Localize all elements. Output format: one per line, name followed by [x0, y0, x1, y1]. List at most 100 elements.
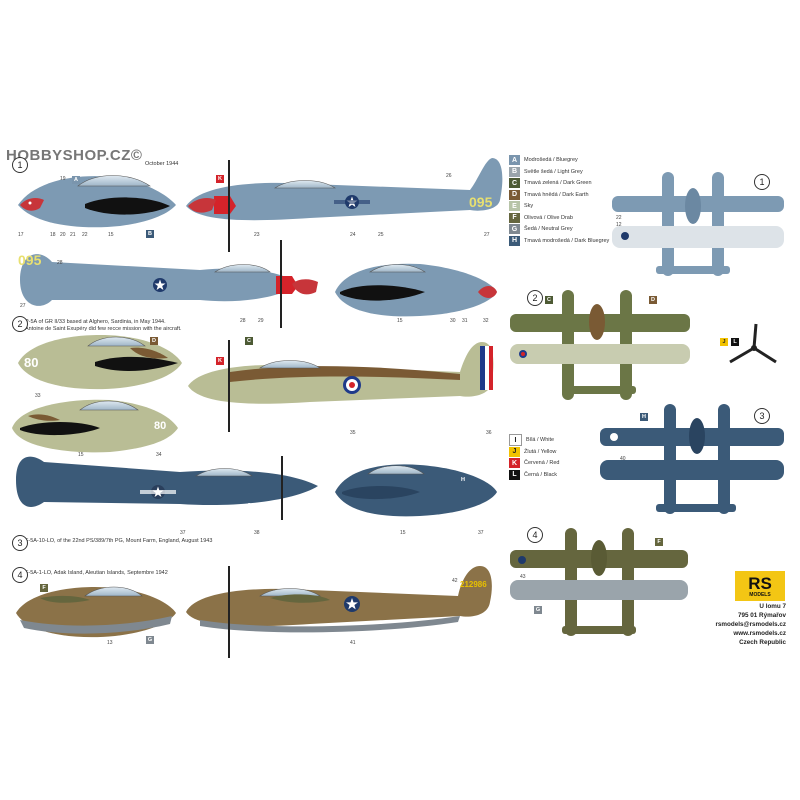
- legend-marking-label: Bílá / White: [526, 437, 555, 443]
- caption-scheme-4: F-5A-1-LO, Adak Island, Aleutian Islands…: [25, 570, 168, 576]
- nose-code-3: 289: [247, 502, 261, 511]
- pointer-15b: 15: [397, 318, 403, 324]
- tag-k-scheme-2: K: [216, 357, 224, 365]
- pointer-36: 36: [486, 430, 492, 436]
- pointer-42: 42: [452, 578, 458, 584]
- legend-marking-badge: L: [509, 469, 520, 480]
- pointer-28: 28: [57, 260, 63, 266]
- tag-h-plan-3: H: [640, 413, 648, 421]
- scheme-number-2: 2: [12, 316, 28, 332]
- scheme-number-3-plan: 3: [754, 408, 770, 424]
- pointer-17: 17: [18, 232, 24, 238]
- pointer-23: 23: [254, 232, 260, 238]
- pointer-13: 13: [107, 640, 113, 646]
- pointer-28b: 28: [240, 318, 246, 324]
- legend-color-d: D Tmavá hnědá / Dark Earth: [509, 189, 589, 200]
- pointer-15c: 15: [78, 452, 84, 458]
- legend-marking-label: Černá / Black: [524, 471, 558, 478]
- legend-color-badge: E: [509, 201, 520, 211]
- pointer-40: 40: [620, 456, 626, 462]
- logo-text: RS: [748, 573, 772, 593]
- tag-b-scheme-1: B: [146, 230, 154, 238]
- pointer-30: 30: [450, 318, 456, 324]
- pointer-29: 29: [258, 318, 264, 324]
- pointer-27b: 27: [20, 303, 26, 309]
- scheme-2-nose-side-a: [18, 335, 182, 390]
- scheme-1-side-2: [20, 240, 318, 328]
- pointer-19: 19: [60, 176, 66, 182]
- legend-color-badge: A: [509, 155, 520, 165]
- legend-color-badge: D: [509, 189, 520, 200]
- pointer-21: 21: [70, 232, 76, 238]
- legend-color-badge: B: [509, 166, 520, 177]
- tag-c-plan-2: C: [545, 296, 553, 304]
- legend-color-a: A Modrošedá / Bluegrey: [509, 155, 578, 165]
- pointer-24: 24: [350, 232, 356, 238]
- scheme-3-full-side: [16, 456, 318, 520]
- legend-marking-l: L Černá / Black: [509, 469, 558, 480]
- caption-scheme-2-line-1: P-5A of GR II/33 based at Alghero, Sardi…: [25, 319, 166, 325]
- pointer-18: 18: [50, 232, 56, 238]
- pointer-15d: 15: [400, 530, 406, 536]
- pointer-33: 33: [35, 393, 41, 399]
- legend-color-badge: G: [509, 224, 520, 234]
- pointer-41: 41: [350, 640, 356, 646]
- pointer-12-plan: 12: [616, 222, 622, 228]
- pointer-22: 22: [82, 232, 88, 238]
- caption-scheme-3: F-5A-10-LO, of the 22nd PS/389/7th PG, M…: [25, 538, 213, 544]
- tag-c-scheme-2: C: [245, 337, 253, 345]
- pointer-34: 34: [156, 452, 162, 458]
- rs-models-logo: RS MODELS: [735, 571, 785, 601]
- scheme-number-1: 1: [12, 157, 28, 173]
- scheme-4-plan-view: [510, 528, 688, 636]
- tag-d-plan-2: D: [649, 296, 657, 304]
- scheme-3-nose-side: [335, 464, 497, 517]
- legend-marking-badge: J: [509, 446, 520, 457]
- tag-g-plan-4: G: [534, 606, 542, 614]
- pointer-37: 37: [180, 530, 186, 536]
- nose-code-2a: 80: [24, 355, 39, 370]
- pointer-31: 31: [462, 318, 468, 324]
- pointer-25: 25: [378, 232, 384, 238]
- legend-color-label: Tmavá hnědá / Dark Earth: [524, 191, 589, 198]
- tag-h-scheme-3: H: [459, 476, 467, 484]
- address-line-2: 795 01 Rýmařov: [738, 612, 786, 619]
- caption-scheme-2-line-2: Antoine de Saint Exupéry did few recce m…: [25, 326, 182, 332]
- caption-scheme-1: October 1944: [145, 161, 179, 167]
- scheme-1-nose-side-2: [335, 263, 497, 317]
- logo-subtext: MODELS: [749, 591, 771, 598]
- legend-color-b: B Světle šedá / Light Grey: [509, 166, 583, 177]
- scheme-number-1-plan: 1: [754, 174, 770, 190]
- scheme-1-plan-view: [612, 172, 784, 276]
- legend-marking-label: Červená / Red: [524, 460, 560, 466]
- scheme-number-4: 4: [12, 567, 28, 583]
- tag-l-propeller: L: [731, 338, 739, 346]
- scheme-number-4-plan: 4: [527, 527, 543, 543]
- address-line-1: U lomu 7: [759, 603, 786, 610]
- legend-color-label: Olivová / Olive Drab: [524, 214, 573, 221]
- address-line-5: Czech Republic: [739, 639, 786, 646]
- pointer-27: 27: [484, 232, 490, 238]
- tail-code-1: 095: [469, 194, 493, 210]
- legend-color-label: Modrošedá / Bluegrey: [524, 157, 578, 163]
- pointer-26: 26: [446, 173, 452, 179]
- tag-f-scheme-4: F: [40, 584, 48, 592]
- legend-marking-badge: K: [509, 458, 520, 468]
- legend-color-label: Světle šedá / Light Grey: [524, 168, 583, 175]
- tail-code-2: 095: [18, 252, 42, 268]
- tag-a-scheme-1: A: [72, 176, 80, 184]
- scheme-2-plan-view: [510, 290, 690, 400]
- address-line-3: rsmodels@rsmodels.cz: [715, 621, 786, 628]
- pointer-20: 20: [60, 232, 66, 238]
- scheme-2-full-side: [188, 340, 494, 432]
- legend-color-label: Tmavá modrošedá / Dark Bluegrey: [524, 237, 610, 244]
- pointer-15: 15: [108, 232, 114, 238]
- pointer-22-plan: 22: [616, 215, 622, 221]
